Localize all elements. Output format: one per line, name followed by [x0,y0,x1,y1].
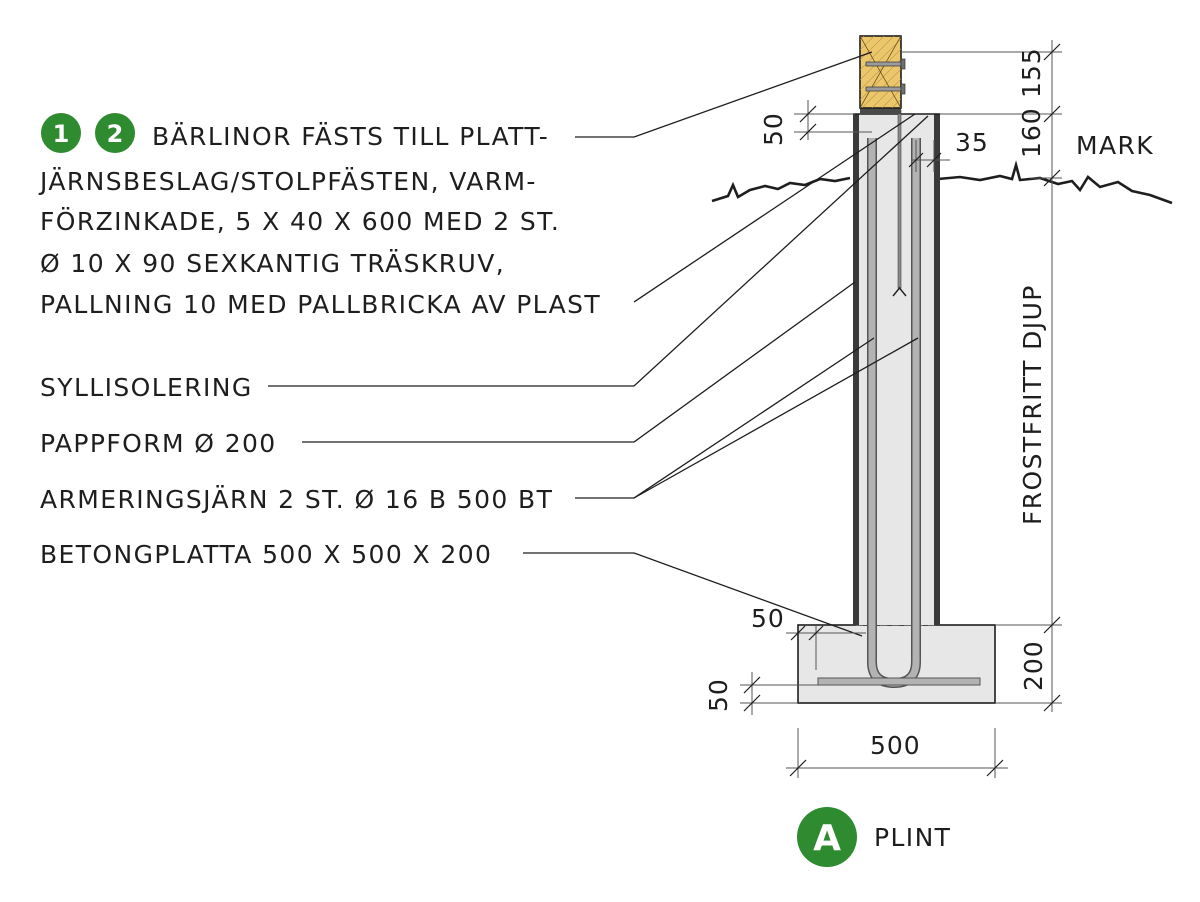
fastening-line-4: Ø 10 X 90 SEXKANTIG TRÄSKRUV, [40,249,505,278]
dim-tick [986,759,1004,777]
title-plint: PLINT [874,823,951,852]
betongplatta-label: BETONGPLATTA 500 X 500 X 200 [40,540,492,569]
ground-line [711,160,1173,205]
dim-tick [1043,694,1061,712]
dim-tick [789,759,807,777]
anchor-plate [897,109,902,289]
dim-35-label: 35 [955,128,989,157]
dim-tick [799,123,817,141]
rebar-bottom-bar [817,677,981,686]
fastening-line-3: FÖRZINKADE, 5 X 40 X 600 MED 2 ST. [40,207,560,236]
badge-a-text: A [813,818,841,859]
dim-50-slab-label: 50 [751,604,785,633]
badge-a: A [797,807,857,867]
leader-pappform [302,281,856,443]
armering-label: ARMERINGSJÄRN 2 ST. Ø 16 B 500 BT [40,485,553,514]
screw-icon [865,83,906,95]
dim-tick [908,152,924,168]
dim-50-top-label: 50 [759,112,788,146]
dim-tick [1043,43,1061,61]
dim-tick [790,625,806,641]
leader-fastening-top [575,51,873,138]
syllisolering-label: SYLLISOLERING [40,373,253,402]
dim-tick [1043,105,1061,123]
dim-500-label: 500 [870,731,921,760]
frostfritt-label: FROSTFRITT DJUP [1018,284,1047,525]
sill-insulation [860,108,901,114]
badge-1: 1 [41,113,81,153]
dim-200-label: 200 [1019,640,1048,691]
pappform-wall-left [853,114,859,625]
concrete-slab [797,624,996,704]
dim-tick [1043,169,1061,187]
leader-fastening-bottom [633,113,916,303]
badge-2-text: 2 [107,120,124,148]
badge-1-text: 1 [53,120,70,148]
leader-armering-2 [633,337,919,499]
dim-160-label: 160 [1017,107,1046,158]
dim-tick [926,152,942,168]
dim-tick [743,694,761,712]
mark-label: MARK [1076,131,1154,160]
timber-diagonal-2 [859,35,902,109]
fastening-line-2: JÄRNSBESLAG/STOLPFÄSTEN, VARM- [38,167,537,196]
dim-tick [743,676,761,694]
dim-tick [1043,616,1061,634]
leader-syllisolering [268,115,929,387]
dim-tick [799,105,817,123]
screw-icon [865,58,906,70]
dim-50-bottom-label: 50 [704,678,733,712]
anchor-hook-icon [892,286,907,297]
badge-2: 2 [95,113,135,153]
dim-tick [808,625,824,641]
fastening-line-5: PALLNING 10 MED PALLBRICKA AV PLAST [40,290,601,319]
pappform-label: PAPPFORM Ø 200 [40,429,277,458]
dim-155-label: 155 [1017,47,1046,98]
fastening-line-1: BÄRLINOR FÄSTS TILL PLATT- [152,122,549,151]
leader-armering-1 [575,337,875,499]
leader-betongplatta [523,552,863,637]
pappform-wall-right [934,114,940,625]
